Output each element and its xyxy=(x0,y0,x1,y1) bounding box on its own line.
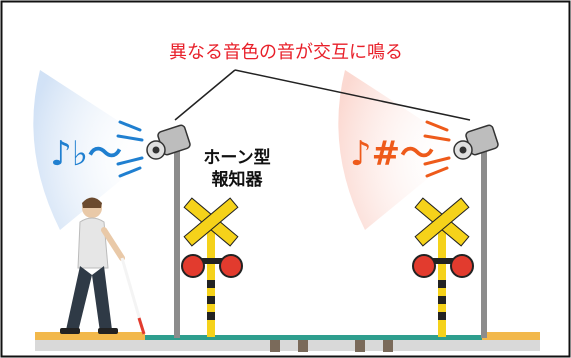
left-platform xyxy=(35,332,145,340)
left-sound-beam xyxy=(33,70,161,230)
left-horn-speaker-icon xyxy=(146,124,191,160)
right-pole xyxy=(481,150,487,338)
visually-impaired-pedestrian-icon xyxy=(60,197,146,335)
track-rail xyxy=(145,335,482,340)
right-platform xyxy=(482,332,540,340)
right-tone-text: ♪#〜 xyxy=(350,134,434,174)
left-crossing-signal-icon xyxy=(181,197,243,337)
left-tone-text: ♪♭〜 xyxy=(50,134,122,174)
caption-text: 異なる音色の音が交互に鳴る xyxy=(169,42,403,63)
device-label-line1: ホーン型 xyxy=(203,147,270,168)
right-crossing-signal-icon xyxy=(412,197,474,337)
left-pole xyxy=(174,150,180,338)
device-label-line2: 報知器 xyxy=(212,169,264,190)
right-sound-beam xyxy=(338,70,465,230)
rail-ties xyxy=(270,340,393,352)
callout-line-right xyxy=(234,69,471,121)
left-sound-waves xyxy=(116,120,144,178)
right-horn-speaker-icon xyxy=(453,124,499,160)
right-sound-waves xyxy=(423,120,451,178)
callout-line-left xyxy=(174,69,236,121)
ground xyxy=(35,337,540,351)
